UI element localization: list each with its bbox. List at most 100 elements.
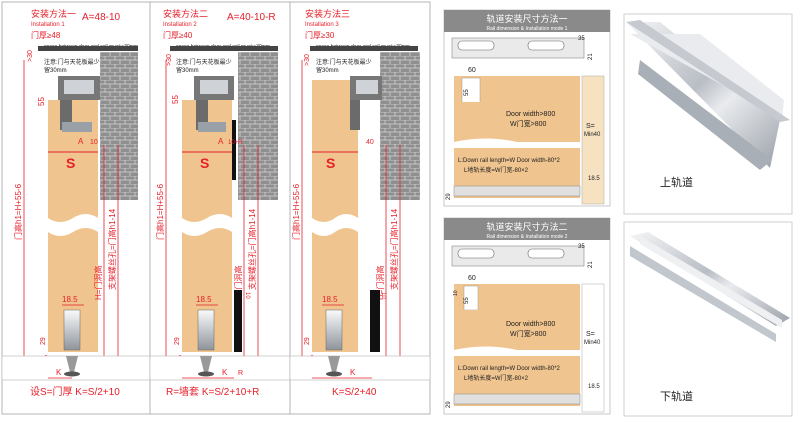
dim-door-height: 门高h1=H+55-6: [13, 183, 23, 240]
door-width-cn: W门宽>800: [510, 329, 546, 338]
dim-60: 60: [468, 67, 476, 74]
space-note-cn-2: 留30mm: [44, 66, 67, 74]
panel-footer: 设S=门厚 K=S/2+10: [30, 385, 120, 398]
door-width-en: Door width>800: [506, 111, 555, 118]
s-min-value: Min40: [584, 340, 601, 346]
dim-top: >30: [27, 50, 34, 62]
dim-opening-height: H=门洞高: [233, 266, 243, 300]
dim-18-5: 18.5: [322, 295, 338, 304]
panel-footer: R=墙套 K=S/2+10+R: [166, 385, 259, 398]
dim-60: 60: [468, 275, 476, 282]
panel-footer: K=S/2+40: [332, 387, 377, 398]
s-min-label: S=: [586, 331, 595, 338]
label-k: K: [222, 368, 228, 377]
rail-header: [444, 10, 610, 32]
panel-door-thickness: 门厚≥30: [305, 30, 335, 40]
dim-29: 29: [446, 193, 452, 200]
rail-header: [444, 218, 610, 240]
rail-mode-1: 轨道安装尺寸方法一 Rail dimension & Installation …: [443, 9, 611, 207]
down-rail-en: L:Down rail length=W Door width-80*2: [458, 366, 561, 372]
space-note-cn-2: 留30mm: [176, 66, 199, 74]
label-s: S: [326, 155, 335, 171]
door-lower: [48, 228, 98, 352]
panel-formula: A=48-10: [82, 12, 121, 23]
down-rail-en: L:Down rail length=W Door width-80*2: [458, 158, 561, 164]
space-note-cn-1: 注意:门与天花板最少: [176, 58, 232, 66]
panel-title: 安装方法一: [31, 8, 76, 19]
panel-subtitle: Installation 3: [305, 22, 339, 28]
dim-a: A: [78, 137, 84, 146]
upper-rail-photo: 上轨道: [623, 13, 793, 215]
panel-subtitle: Installation 1: [31, 22, 65, 28]
dim-18-5: 18.5: [62, 295, 78, 304]
space-note-cn-1: 注意:门与天花板最少: [44, 58, 100, 66]
door-upper: [312, 80, 358, 222]
dim-10-r: 10+R: [228, 140, 243, 146]
dim-40: 40: [366, 139, 374, 146]
dim-18-5: 18.5: [588, 384, 600, 390]
dim-18-5: 18.5: [588, 176, 600, 182]
dim-18-5: 18.5: [196, 295, 212, 304]
floor-guide: [197, 309, 215, 351]
lower-rail-photo: 下轨道: [623, 221, 793, 417]
door-lower: [312, 228, 358, 352]
dim-10: 10: [453, 290, 459, 296]
floor-rail: [453, 393, 581, 405]
panel-door-thickness: 门厚≥48: [31, 30, 61, 40]
dim-r: R: [238, 370, 243, 377]
dim-21: 21: [588, 53, 594, 60]
wall-trim: [232, 120, 236, 180]
ceiling: [38, 46, 138, 51]
dim-door-height: 门高h1=H+55-6: [155, 183, 165, 240]
label-s: S: [66, 155, 75, 171]
dim-21: 21: [588, 261, 594, 268]
dim-29: 29: [40, 337, 47, 345]
dim-55: 55: [464, 297, 470, 304]
rail-subtitle: Rail dimension & Installation mode 2: [487, 234, 568, 240]
down-rail-cn: L地轨长度=W门宽-80×2: [464, 374, 529, 382]
dim-55: 55: [37, 97, 46, 106]
wall-trim-lower: [370, 290, 380, 352]
label-k: K: [56, 368, 62, 377]
upper-rail-label: 上轨道: [660, 175, 693, 189]
panel-subtitle: Installation 2: [163, 22, 197, 28]
dim-55: 55: [171, 95, 180, 104]
installation-panel-2: 安装方法二 Installation 2 A=40-10-R 门厚≥40 spa…: [149, 1, 291, 415]
dim-top: >30: [166, 54, 173, 66]
panel-door-thickness: 门厚≥40: [163, 30, 193, 40]
door-width-en: Door width>800: [506, 321, 555, 328]
dim-35: 35: [578, 244, 585, 250]
space-note-cn-1: 注意:门与天花板最少: [316, 58, 372, 66]
dim-29: 29: [304, 337, 311, 345]
floor-rail: [453, 185, 581, 197]
dim-10-b: 10: [244, 292, 250, 299]
dim-55: 55: [464, 89, 470, 96]
panel-formula: A=40-10-R: [227, 12, 276, 23]
s-min-value: Min40: [584, 132, 601, 138]
dim-opening-height: H=门洞高: [375, 266, 385, 300]
space-note-cn-2: 留30mm: [316, 66, 339, 74]
dim-29: 29: [174, 337, 181, 345]
rail-title: 轨道安装尺寸方法一: [486, 13, 567, 24]
floor-guide: [325, 309, 343, 351]
door-width-cn: W门宽>800: [510, 119, 546, 128]
panel-title: 安装方法三: [305, 8, 350, 19]
dim-10: 10: [90, 139, 98, 146]
dim-a: A: [218, 137, 224, 146]
s-min-label: S=: [586, 123, 595, 130]
dim-door-height: 门高h1=H+55-6: [291, 183, 301, 240]
lower-rail-label: 下轨道: [660, 389, 693, 403]
door-lower: [182, 228, 232, 352]
dim-top: >30: [304, 54, 311, 66]
dim-screw-hole: 支架螺丝孔=门高h1-14: [107, 208, 117, 290]
rail-subtitle: Rail dimension & Installation mode 1: [487, 26, 568, 32]
dim-10-b: 10: [380, 292, 386, 299]
dim-35: 35: [578, 36, 585, 42]
label-s: S: [200, 155, 209, 171]
panel-title: 安装方法二: [163, 8, 208, 19]
floor-guide: [63, 309, 81, 351]
installation-panel-1: 安装方法一 Installation 1 A=48-10 门厚≥48 space…: [1, 1, 151, 415]
wall-trim-lower: [234, 290, 242, 352]
installation-panel-3: 安装方法三 Installation 3 门厚≥30 space between…: [289, 1, 431, 415]
